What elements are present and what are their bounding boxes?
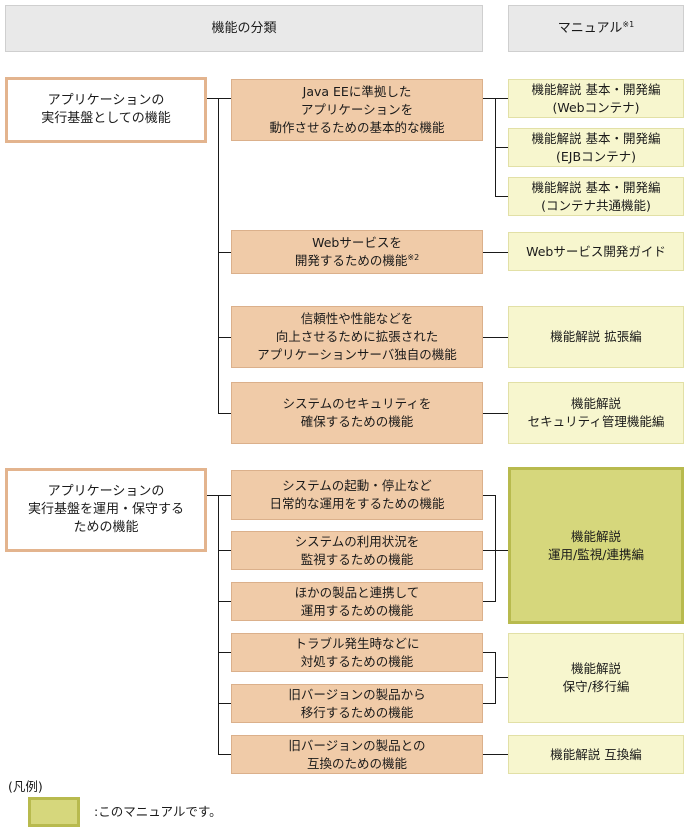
connector-line xyxy=(495,98,508,99)
connector-line xyxy=(483,754,508,755)
manual-label: Webサービス開発ガイド xyxy=(526,243,666,259)
function-web-services-text: Webサービスを 開発するための機能※2 xyxy=(295,234,419,270)
function-label: Webサービスを 開発するための機能 xyxy=(294,235,408,268)
connector-line xyxy=(218,98,231,99)
connector-line xyxy=(483,98,496,99)
connector-line xyxy=(218,754,231,755)
connector-line xyxy=(218,413,231,414)
connector-line xyxy=(495,652,496,704)
function-migration: 旧バージョンの製品から 移行するための機能 xyxy=(231,684,483,723)
function-label: 旧バージョンの製品との 互換のための機能 xyxy=(288,737,426,771)
manual-operation-monitoring-current: 機能解説 運用/監視/連携編 xyxy=(508,467,684,624)
manual-header: マニュアル※1 xyxy=(508,5,684,52)
connector-line xyxy=(483,703,496,704)
manual-ejb-container: 機能解説 基本・開発編 (EJBコンテナ) xyxy=(508,128,684,167)
manual-label: 機能解説 運用/監視/連携編 xyxy=(548,528,644,562)
classification-header-label: 機能の分類 xyxy=(211,20,277,36)
manual-label: 機能解説 基本・開発編 (Webコンテナ) xyxy=(531,81,661,115)
manual-label: 機能解説 基本・開発編 (EJBコンテナ) xyxy=(531,130,661,164)
function-label: Java EEに準拠した アプリケーションを 動作させるための基本的な機能 xyxy=(269,84,445,135)
connector-line xyxy=(218,601,231,602)
classification-header: 機能の分類 xyxy=(5,5,483,52)
function-label: 旧バージョンの製品から 移行するための機能 xyxy=(288,686,426,720)
manual-container-common: 機能解説 基本・開発編 (コンテナ共通機能) xyxy=(508,177,684,216)
function-compatibility: 旧バージョンの製品との 互換のための機能 xyxy=(231,735,483,774)
function-extended: 信頼性や性能などを 向上させるために拡張された アプリケーションサーバ独自の機能 xyxy=(231,306,483,368)
manual-web-services-guide: Webサービス開発ガイド xyxy=(508,232,684,271)
connector-line xyxy=(495,196,508,197)
connector-line xyxy=(207,98,219,99)
function-label: 信頼性や性能などを 向上させるために拡張された アプリケーションサーバ独自の機能 xyxy=(257,311,457,362)
connector-line xyxy=(207,495,219,496)
function-label: システムの起動・停止など 日常的な運用をするための機能 xyxy=(269,478,445,511)
manual-label: 機能解説 拡張編 xyxy=(550,329,642,344)
connector-line xyxy=(495,147,508,148)
connector-line xyxy=(218,495,219,755)
connector-line xyxy=(483,252,508,253)
manual-maintenance-migration: 機能解説 保守/移行編 xyxy=(508,633,684,723)
manual-header-note: ※1 xyxy=(622,19,635,29)
function-label: ほかの製品と連携して 運用するための機能 xyxy=(294,584,420,618)
legend-swatch xyxy=(28,797,80,827)
function-web-services: Webサービスを 開発するための機能※2 xyxy=(231,230,483,274)
legend-text: :このマニュアルです。 xyxy=(94,804,222,819)
manual-header-label: マニュアル xyxy=(557,20,623,36)
connector-line xyxy=(483,601,496,602)
connector-line xyxy=(218,652,231,653)
function-daily-operation: システムの起動・停止など 日常的な運用をするための機能 xyxy=(231,470,483,520)
manual-label: 機能解説 セキュリティ管理機能編 xyxy=(527,396,665,429)
connector-line xyxy=(483,495,496,496)
connector-line xyxy=(218,98,219,413)
connector-line xyxy=(495,495,496,602)
function-label: システムの利用状況を 監視するための機能 xyxy=(294,533,420,567)
connector-line xyxy=(218,495,231,496)
connector-line xyxy=(218,703,231,704)
connector-line xyxy=(483,337,508,338)
category-operation-maintenance: アプリケーションの 実行基盤を運用・保守する ための機能 xyxy=(5,468,207,552)
manual-header-text: マニュアル※1 xyxy=(558,20,634,38)
connector-line xyxy=(218,337,231,338)
manual-web-container: 機能解説 基本・開発編 (Webコンテナ) xyxy=(508,79,684,118)
manual-label: 機能解説 互換編 xyxy=(550,746,642,762)
function-monitoring: システムの利用状況を 監視するための機能 xyxy=(231,531,483,570)
manual-security: 機能解説 セキュリティ管理機能編 xyxy=(508,382,684,444)
connector-line xyxy=(483,652,496,653)
function-label: トラブル発生時などに 対処するための機能 xyxy=(294,635,420,669)
function-java-ee-basic: Java EEに準拠した アプリケーションを 動作させるための基本的な機能 xyxy=(231,79,483,141)
function-security: システムのセキュリティを 確保するための機能 xyxy=(231,382,483,444)
function-troubleshooting: トラブル発生時などに 対処するための機能 xyxy=(231,633,483,672)
connector-line xyxy=(495,677,508,678)
manual-label: 機能解説 基本・開発編 (コンテナ共通機能) xyxy=(531,179,661,213)
legend-title: (凡例) xyxy=(8,779,43,794)
function-note: ※2 xyxy=(407,253,420,262)
manual-extended: 機能解説 拡張編 xyxy=(508,306,684,368)
function-label: システムのセキュリティを 確保するための機能 xyxy=(282,396,432,429)
category-runtime-platform: アプリケーションの 実行基盤としての機能 xyxy=(5,77,207,143)
connector-line xyxy=(218,252,231,253)
manual-label: 機能解説 保守/移行編 xyxy=(562,661,630,694)
category-operation-maintenance-label: アプリケーションの 実行基盤を運用・保守する ための機能 xyxy=(27,484,184,535)
function-integration: ほかの製品と連携して 運用するための機能 xyxy=(231,582,483,621)
category-runtime-platform-label: アプリケーションの 実行基盤としての機能 xyxy=(41,93,171,126)
manual-compatibility: 機能解説 互換編 xyxy=(508,735,684,774)
connector-line xyxy=(483,413,508,414)
connector-line xyxy=(218,550,231,551)
